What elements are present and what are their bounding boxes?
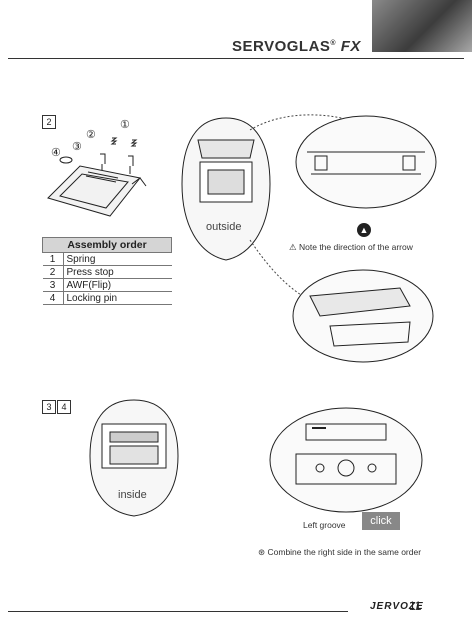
- combine-note: ⊛ Combine the right side in the same ord…: [258, 547, 421, 558]
- inside-label: inside: [118, 489, 147, 501]
- reference-mark-icon: ⊛: [258, 547, 265, 557]
- page-number: 11: [409, 599, 421, 613]
- step-2-label: 2: [42, 115, 56, 129]
- parts-illustration: [40, 128, 160, 228]
- brand-logo: SERVOGLAS® FX: [232, 38, 361, 55]
- warning-icon: ⚠: [289, 242, 297, 252]
- assembly-order-table: Assembly order 1 Spring 2 Press stop 3 A…: [42, 237, 172, 305]
- step-3-label: 3: [42, 400, 56, 414]
- assembly-table-title: Assembly order: [43, 238, 172, 253]
- arrow-up-icon: ▲: [357, 223, 371, 237]
- header-divider: [8, 58, 464, 59]
- outside-label: outside: [206, 221, 241, 233]
- click-badge: click: [362, 512, 400, 530]
- zoom-detail-top: [293, 112, 439, 212]
- step-4-label: 4: [57, 400, 71, 414]
- zoom-detail-groove: [266, 404, 426, 516]
- table-row: 3 AWF(Flip): [43, 279, 172, 292]
- zoom-detail-bottom: [290, 266, 436, 366]
- arrow-note: ⚠ Note the direction of the arrow: [289, 242, 413, 253]
- footer-divider: [8, 611, 348, 612]
- left-groove-label: Left groove: [303, 520, 346, 530]
- table-row: 4 Locking pin: [43, 292, 172, 305]
- header-photo: [372, 0, 472, 52]
- table-row: 1 Spring: [43, 253, 172, 266]
- table-row: 2 Press stop: [43, 266, 172, 279]
